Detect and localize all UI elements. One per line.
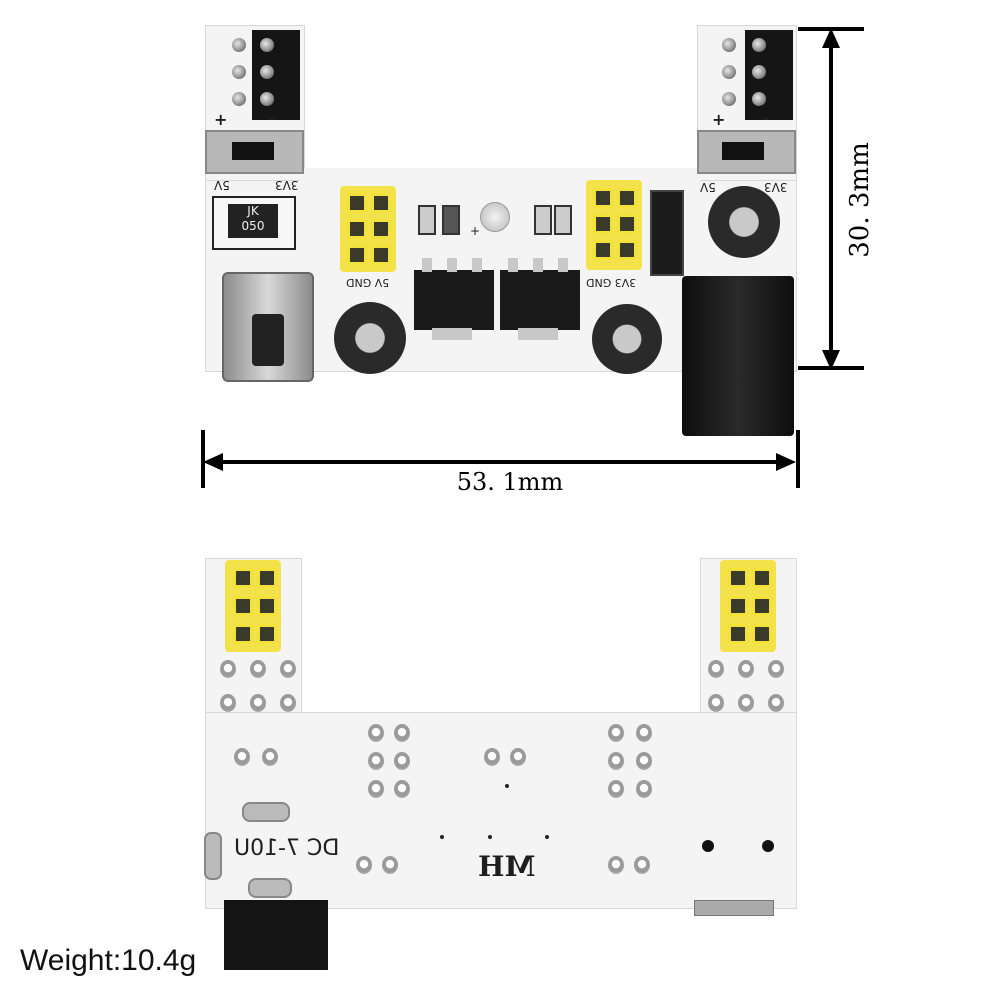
height-dimension-label: 30. 3mm	[845, 142, 875, 258]
smd-resistor	[554, 205, 572, 235]
left-3v3-label: 3V3	[275, 178, 299, 192]
left-header-pin	[260, 65, 274, 79]
fuse-label-bottom: 050	[241, 219, 265, 233]
oval-pad	[204, 832, 222, 880]
height-dim-line	[829, 36, 833, 362]
fuse-label-top: JK	[247, 204, 259, 218]
voltage-regulator-right	[500, 270, 580, 330]
pcb-bottom-body	[205, 712, 797, 909]
left-plus-label: +	[214, 110, 228, 129]
right-header-pin	[722, 38, 736, 52]
left-minus-label: -	[268, 108, 276, 129]
power-led	[480, 202, 510, 232]
left-header-pin	[260, 38, 274, 52]
electrolytic-capacitor-mid	[592, 304, 662, 374]
right-minus-label: -	[762, 108, 770, 129]
oval-pad	[248, 878, 292, 898]
width-dim-line	[212, 460, 788, 464]
mini-usb-port[interactable]	[222, 272, 314, 382]
right-switch-knob	[722, 142, 764, 160]
width-dimension-label: 53. 1mm	[456, 468, 564, 496]
height-arrow-down	[822, 350, 840, 370]
right-header-pin	[722, 92, 736, 106]
electrolytic-capacitor-right	[708, 186, 780, 258]
width-arrow-right	[776, 453, 796, 471]
smd-resistor	[418, 205, 436, 235]
left-header-pin	[232, 92, 246, 106]
dc-barrel-jack[interactable]	[682, 276, 794, 436]
dc-jack-bottom	[224, 900, 328, 970]
electrolytic-capacitor-left	[334, 302, 406, 374]
voltage-regulator-left	[414, 270, 494, 330]
polyfuse: JK 050	[212, 196, 296, 250]
right-header-pin	[722, 65, 736, 79]
right-plus-label: +	[712, 110, 726, 129]
smd-resistor	[442, 205, 460, 235]
dc-input-label: DC 7-10U	[234, 836, 340, 861]
left-switch-knob	[232, 142, 274, 160]
right-3v3-label: 3V3	[764, 180, 788, 194]
width-dim-right-tick	[796, 430, 800, 488]
left-5v-label: 5V	[214, 178, 230, 192]
right-header-pin	[752, 65, 766, 79]
right-header-pin	[752, 92, 766, 106]
header-left-label: 5V GND	[346, 276, 390, 289]
right-header-pin	[752, 38, 766, 52]
header-right-label: 3V3 GND	[586, 276, 637, 289]
smd-diode	[650, 190, 684, 276]
brand-logo: MH	[478, 850, 536, 883]
usb-bottom	[694, 900, 774, 916]
left-header-pin	[260, 92, 274, 106]
weight-caption: Weight:10.4g	[20, 944, 197, 977]
width-arrow-left	[203, 453, 223, 471]
left-header-pin	[232, 65, 246, 79]
right-5v-label: 5V	[700, 180, 716, 194]
oval-pad	[242, 802, 290, 822]
smd-resistor	[534, 205, 552, 235]
led-plus-label: +	[470, 224, 481, 238]
height-arrow-up	[822, 28, 840, 48]
left-header-pin	[232, 38, 246, 52]
